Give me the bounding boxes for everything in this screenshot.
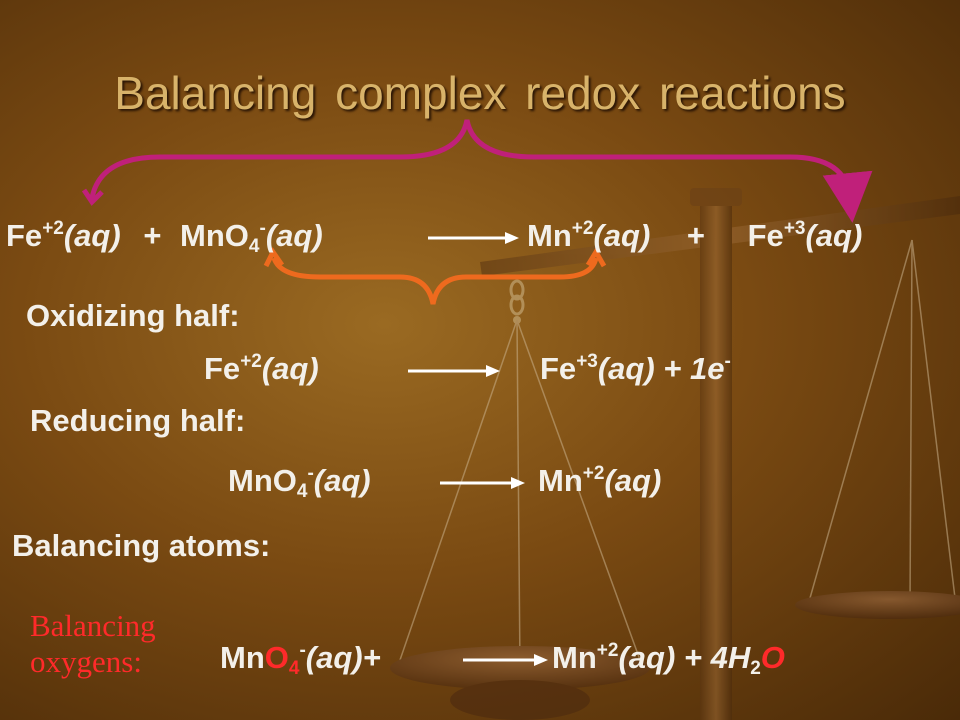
reaction-arrows <box>408 232 548 666</box>
inner-brace-mn <box>271 256 599 305</box>
slide-title: Balancing complex redox reactions <box>114 67 846 119</box>
main-equation-reactants: Fe+2(aq) + MnO4-(aq) <box>6 218 323 257</box>
balancing-oxygens-label: Balancing oxygens: <box>30 608 156 679</box>
balancing-atoms-label: Balancing atoms: <box>12 528 271 563</box>
balanced-oxygen-product: Mn+2(aq) + 4H2O <box>552 640 785 679</box>
main-equation-products: Mn+2(aq) + Fe+3(aq) <box>527 218 863 253</box>
oxidizing-half-label: Oxidizing half: <box>26 298 240 333</box>
oxidizing-reactant: Fe+2(aq) <box>204 351 319 386</box>
reducing-reactant: MnO4-(aq) <box>228 463 371 502</box>
balanced-oxygen-reactant: MnO4-(aq)+ <box>220 640 381 679</box>
oxidizing-product: Fe+3(aq) + 1e- <box>540 351 731 386</box>
reducing-half-label: Reducing half: <box>30 403 246 438</box>
reducing-product: Mn+2(aq) <box>538 463 662 498</box>
outer-brace-fe <box>89 119 873 223</box>
